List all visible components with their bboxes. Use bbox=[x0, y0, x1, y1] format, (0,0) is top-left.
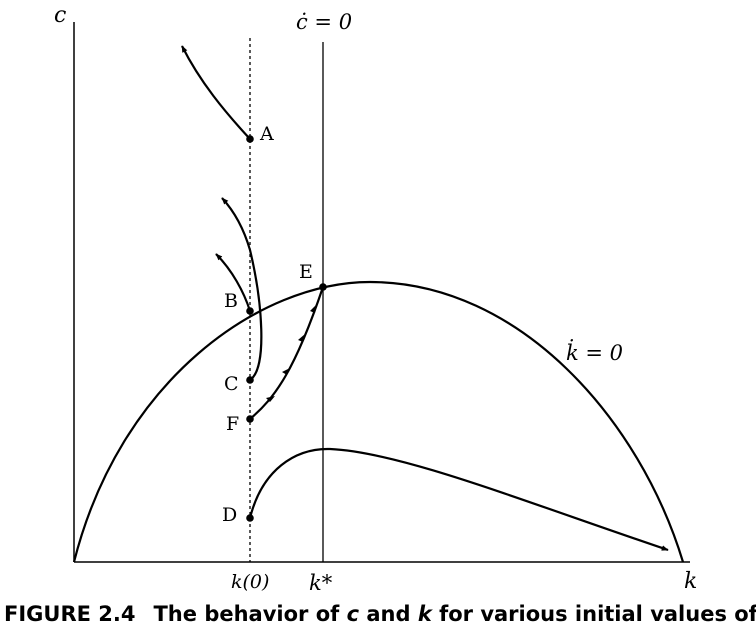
trajectory-b bbox=[215, 253, 252, 312]
point-e-label: E bbox=[299, 261, 313, 283]
point-f-dot bbox=[246, 415, 254, 423]
caption-var-c-1: c bbox=[346, 602, 360, 626]
trajectory-a bbox=[181, 45, 251, 140]
point-b-label: B bbox=[224, 290, 238, 312]
caption-text-3: for various initial values of bbox=[431, 602, 756, 626]
point-e-dot bbox=[319, 283, 327, 291]
caption-text-2: and bbox=[359, 602, 418, 626]
kstar-tick-label: k* bbox=[309, 571, 333, 595]
c-dot-zero-label: ċ = 0 bbox=[296, 10, 352, 34]
caption-text-1: The behavior of bbox=[153, 602, 347, 626]
point-a-dot bbox=[246, 135, 254, 143]
k-dot-zero-locus bbox=[72, 280, 685, 563]
caption-var-k: k bbox=[417, 602, 432, 626]
saddle-arrow-3 bbox=[298, 334, 305, 342]
point-c-dot bbox=[246, 376, 254, 384]
figure-caption: FIGURE 2.4 The behavior of c and k for va… bbox=[0, 596, 756, 632]
k0-tick-label: k(0) bbox=[231, 571, 269, 593]
saddle-path-f-to-e bbox=[249, 286, 325, 420]
y-axis-label: c bbox=[54, 3, 66, 28]
point-b-dot bbox=[246, 307, 254, 315]
saddle-arrow-4 bbox=[310, 304, 317, 313]
point-f-label: F bbox=[226, 413, 239, 435]
x-axis-label: k bbox=[684, 569, 697, 594]
saddle-arrow-1 bbox=[266, 396, 275, 402]
point-d-dot bbox=[246, 514, 254, 522]
point-d-label: D bbox=[222, 504, 237, 526]
point-a-label: A bbox=[259, 123, 274, 145]
trajectory-d bbox=[248, 447, 669, 552]
caption-number: FIGURE 2.4 bbox=[4, 602, 136, 626]
saddle-arrow-2 bbox=[282, 368, 290, 375]
point-c-label: C bbox=[224, 373, 239, 395]
k-dot-zero-label: k̇ = 0 bbox=[566, 339, 623, 365]
trajectory-c bbox=[221, 197, 263, 381]
